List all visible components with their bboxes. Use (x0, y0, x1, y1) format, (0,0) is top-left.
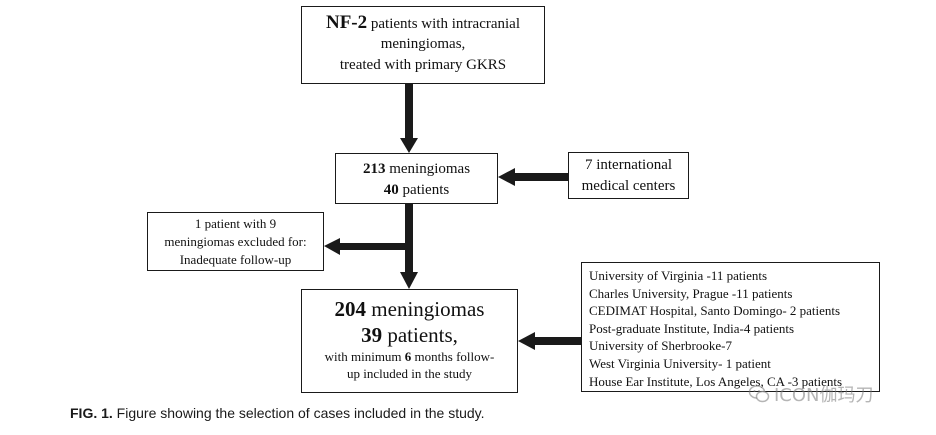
followup-line4: up included in the study (347, 366, 472, 381)
arrow-centers-to-mid (498, 168, 568, 186)
initial-patient-label: patients (398, 182, 450, 198)
site-item: University of Virginia -11 patients (589, 268, 768, 283)
centers-line1: 7 international (584, 157, 673, 173)
centers-line2: medical centers (581, 178, 676, 194)
nf2-line2-text: meningiomas, (380, 36, 466, 52)
initial-cohort-box: 213 meningiomas 40 patients (335, 153, 498, 204)
excluded-box: 1 patient with 9 meningiomas excluded fo… (147, 212, 324, 271)
study-sites-box: University of Virginia -11 patients Char… (581, 262, 880, 392)
site-item: CEDIMAT Hospital, Santo Domingo- 2 patie… (589, 303, 841, 319)
nf2-line1-text: patients with intracranial (367, 16, 521, 32)
followup-months: 6 (404, 349, 412, 364)
site-item: University of Sherbrooke-7 (589, 338, 732, 354)
final-meningioma-label: meningiomas (366, 297, 485, 321)
initial-patient-count: 40 (383, 182, 399, 198)
site-item: Post-graduate Institute, India-4 patient… (589, 320, 795, 336)
chat-bubble-icon (748, 385, 770, 403)
nf2-label: NF-2 (325, 12, 368, 33)
arrow-sites-to-final (518, 332, 581, 350)
figure-label: FIG. 1. (70, 405, 113, 421)
site-item: West Virginia University- 1 patient (589, 355, 771, 371)
final-patient-count: 39 (361, 323, 383, 347)
final-patient-label: patients, (382, 323, 458, 347)
figure-caption-text: Figure showing the selection of cases in… (112, 405, 485, 421)
final-cohort-box: 204 meningiomas 39 patients, with minimu… (301, 289, 518, 393)
excluded-line2: meningiomas excluded for: (164, 234, 307, 249)
site-item: House Ear Institute, Los Angeles, CA -3 … (589, 373, 843, 389)
nf2-line3-text: treated with primary GKRS (339, 57, 507, 73)
watermark-text: ICON伽玛刀 (774, 385, 874, 406)
initial-meningioma-label: meningiomas (385, 161, 471, 177)
medical-centers-box: 7 international medical centers (568, 152, 689, 199)
initial-meningioma-count: 213 (362, 161, 386, 177)
arrow-to-excluded (324, 238, 409, 255)
site-item: Charles University, Prague -11 patients (589, 285, 793, 301)
arrow-top-to-mid (400, 84, 418, 153)
watermark: ICON伽玛刀 (748, 381, 874, 407)
final-meningioma-count: 204 (334, 297, 367, 321)
nf2-patients-box: NF-2 patients with intracranial meningio… (301, 6, 545, 84)
followup-text-post: months follow- (411, 349, 495, 364)
excluded-line3: Inadequate follow-up (179, 252, 292, 267)
arrow-mid-to-final (400, 204, 418, 289)
followup-text-pre: with minimum (324, 349, 405, 364)
figure-caption: FIG. 1. Figure showing the selection of … (70, 405, 485, 421)
excluded-line1: 1 patient with 9 (194, 216, 277, 231)
